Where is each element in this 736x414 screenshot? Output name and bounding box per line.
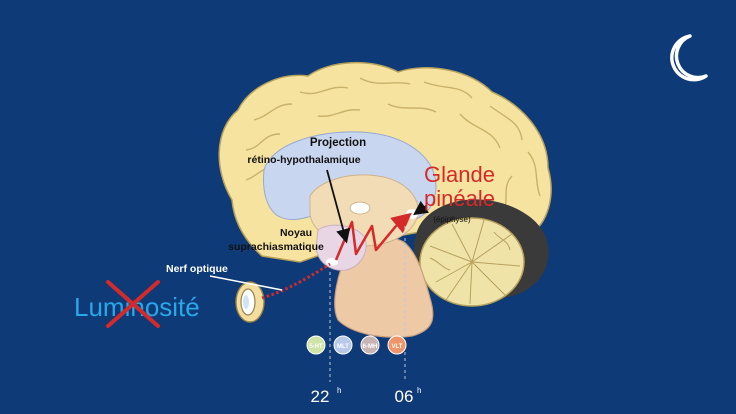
pineal-arrow bbox=[413, 200, 429, 216]
pathway-to-pineal bbox=[390, 212, 412, 234]
time-22h-sup: h bbox=[337, 386, 341, 395]
badge-mlt-label: MLT bbox=[337, 344, 349, 350]
projection-label: Projection bbox=[310, 137, 366, 149]
nerf-pointer bbox=[209, 275, 283, 291]
thalamic-nucleus bbox=[349, 201, 371, 215]
badge-vlt-label: VLT bbox=[392, 344, 403, 350]
gland-subtitle: (épiphyse) bbox=[433, 215, 471, 224]
gland-title-2: pinéale bbox=[424, 186, 495, 211]
time-06h-sup: h bbox=[417, 386, 421, 395]
optic-nerve-signal bbox=[261, 262, 331, 300]
badge-vlt bbox=[387, 335, 407, 355]
noyau-label: Noyau bbox=[280, 227, 312, 239]
noyau-label-2: suprachiasmatique bbox=[228, 241, 324, 253]
gland-title: Glande bbox=[424, 162, 495, 187]
cerebellum-folds bbox=[429, 219, 521, 305]
time-06h: 06 bbox=[395, 387, 414, 406]
projection-arrow bbox=[326, 169, 351, 244]
badge-row: 5-HT MLT 6-MH VLT bbox=[306, 335, 407, 355]
gyri bbox=[245, 77, 541, 215]
crescent-moon-icon bbox=[670, 34, 708, 82]
badge-mlt bbox=[333, 335, 353, 355]
brain bbox=[218, 62, 552, 338]
badge-5ht-label: 5-HT bbox=[309, 344, 323, 350]
projection-label-2: rétino-hypothalamique bbox=[247, 154, 360, 166]
cross-out-mark bbox=[106, 280, 160, 328]
badge-5ht bbox=[306, 335, 326, 355]
badge-6mh-label: 6-MH bbox=[363, 344, 378, 350]
eye-icon bbox=[235, 281, 265, 323]
time-22h: 22 bbox=[311, 387, 330, 406]
nerf-label: Nerf optique bbox=[166, 263, 228, 275]
badge-6mh bbox=[360, 335, 380, 355]
